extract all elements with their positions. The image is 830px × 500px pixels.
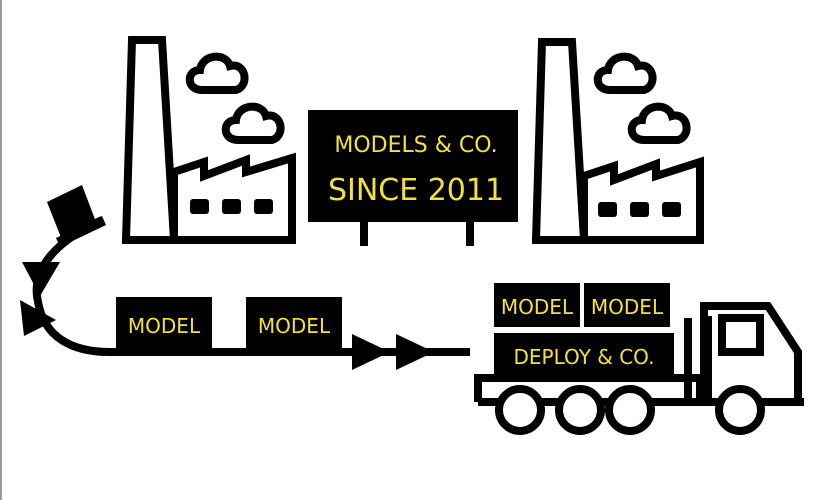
sign-board [308, 110, 518, 222]
truck-cargo-box: MODEL [584, 283, 670, 327]
cloud-icon [185, 52, 249, 94]
truck-icon [474, 302, 804, 435]
conveyor-box: MODEL [246, 297, 342, 352]
conveyor-box-label: MODEL [128, 314, 201, 338]
wheel-icon [605, 385, 655, 435]
right-factory-window [598, 202, 617, 217]
arrow-icon [396, 334, 434, 370]
conveyor-path [32, 216, 470, 356]
left-factory-building [170, 152, 296, 244]
arrow-icon [20, 300, 56, 336]
truck-cargo-label: MODEL [501, 295, 574, 319]
left-factory-icon [122, 36, 296, 244]
truck-trailer-label: DEPLOY & CO. [514, 345, 655, 369]
arrow-icon [22, 262, 60, 296]
sign-line-1: MODELS & CO. [334, 133, 497, 158]
truck-cargo-label: MODEL [591, 295, 664, 319]
arrow-icon [352, 334, 390, 370]
right-factory-building [580, 156, 704, 244]
cloud-icon [593, 52, 657, 94]
left-factory-window [222, 199, 241, 214]
truck-cab-window [718, 314, 764, 356]
truck-trailer: DEPLOY & CO. [494, 333, 674, 379]
right-chimney-icon [532, 38, 588, 241]
company-sign: MODELS & CO. SINCE 2011 [308, 110, 518, 246]
conveyor-box: MODEL [116, 297, 212, 352]
right-factory-window [630, 202, 649, 217]
left-chimney-icon [122, 36, 178, 241]
conveyor-box-label: MODEL [258, 314, 331, 338]
left-factory-window [254, 199, 273, 214]
left-factory-window [190, 199, 209, 214]
sign-post [360, 220, 368, 246]
right-factory-icon [532, 38, 704, 244]
right-factory-window [662, 202, 681, 217]
truck-cargo-box: MODEL [494, 283, 580, 327]
sign-line-2: SINCE 2011 [328, 173, 504, 208]
sign-post [466, 220, 474, 246]
wheel-icon [715, 385, 765, 435]
wheel-icon [495, 385, 545, 435]
cloud-icon [221, 102, 285, 144]
cloud-icon [627, 102, 691, 144]
wheel-icon [555, 385, 605, 435]
